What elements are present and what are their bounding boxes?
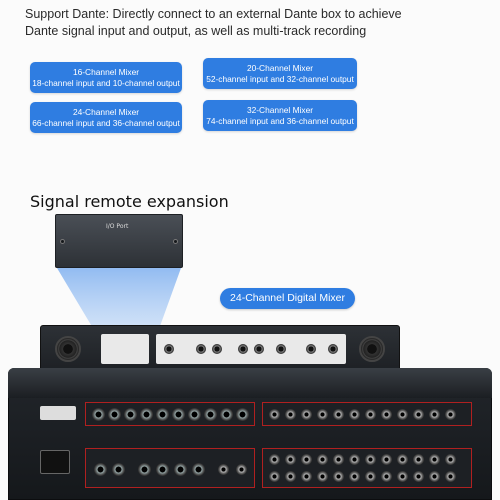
card-label: I/O Port — [106, 223, 129, 230]
xlr-icon — [204, 408, 217, 421]
model-chip-24ch: 24-Channel Mixer 66-channel input and 36… — [30, 102, 182, 133]
jack-icon — [164, 344, 174, 354]
xlr-icon — [108, 408, 121, 421]
trs-icon — [269, 454, 280, 465]
section-title: Signal remote expansion — [30, 192, 229, 211]
jack-icon — [328, 344, 338, 354]
xlr-icon — [220, 408, 233, 421]
fan-icon — [359, 336, 385, 362]
trs-icon — [397, 454, 408, 465]
trs-icon — [429, 454, 440, 465]
trs-icon — [397, 409, 408, 420]
trs-icon — [365, 471, 376, 482]
xlr-icon — [236, 408, 249, 421]
trs-icon — [381, 454, 392, 465]
expansion-slot — [101, 334, 149, 364]
xlr-icon — [140, 408, 153, 421]
trs-icon — [349, 454, 360, 465]
trs-icon — [445, 471, 456, 482]
model-chip-16ch: 16-Channel Mixer 18-channel input and 10… — [30, 62, 182, 93]
trs-icon — [269, 409, 280, 420]
trs-icon — [269, 471, 280, 482]
intro-line-1: Support Dante: Directly connect to an ex… — [25, 7, 402, 21]
trs-icon — [349, 409, 360, 420]
trs-icon — [413, 409, 424, 420]
trs-icon — [365, 409, 376, 420]
model-chip-20ch: 20-Channel Mixer 52-channel input and 32… — [203, 58, 357, 89]
jack-icon — [212, 344, 222, 354]
model-title: 32-Channel Mixer — [246, 105, 314, 115]
model-title: 20-Channel Mixer — [246, 63, 314, 73]
xlr-icon — [174, 463, 187, 476]
mixer-top-edge — [8, 368, 492, 398]
aux-output-strip — [85, 448, 255, 488]
product-label-pill: 24-Channel Digital Mixer — [220, 288, 355, 309]
trs-icon — [333, 409, 344, 420]
jack-icon — [276, 344, 286, 354]
trs-icon — [285, 454, 296, 465]
trs-icon — [317, 471, 328, 482]
trs-icon — [429, 409, 440, 420]
xlr-icon — [92, 408, 105, 421]
jack-icon — [254, 344, 264, 354]
io-port-card: I/O Port — [55, 214, 183, 268]
trs-icon — [445, 409, 456, 420]
xlr-icon — [124, 408, 137, 421]
model-title: 16-Channel Mixer — [72, 67, 140, 77]
xlr-icon — [172, 408, 185, 421]
input-jack-strip-bottom — [262, 448, 472, 488]
trs-icon — [301, 471, 312, 482]
xlr-icon — [138, 463, 151, 476]
xlr-icon — [94, 463, 107, 476]
trs-icon — [333, 471, 344, 482]
model-detail: 74-channel input and 36-channel output — [206, 116, 354, 126]
jack-icon — [196, 344, 206, 354]
intro-text: Support Dante: Directly connect to an ex… — [25, 6, 485, 40]
trs-icon — [301, 454, 312, 465]
model-detail: 66-channel input and 36-channel output — [32, 118, 180, 128]
xlr-icon — [156, 408, 169, 421]
jack-icon — [306, 344, 316, 354]
screw-icon — [60, 239, 65, 244]
rear-unit — [40, 325, 400, 373]
power-socket-icon — [40, 450, 70, 474]
trs-icon — [285, 409, 296, 420]
trs-icon — [218, 464, 229, 475]
trs-icon — [301, 409, 312, 420]
trs-icon — [285, 471, 296, 482]
model-detail: 18-channel input and 10-channel output — [32, 78, 180, 88]
model-chip-32ch: 32-Channel Mixer 74-channel input and 36… — [203, 100, 357, 131]
model-title: 24-Channel Mixer — [72, 107, 140, 117]
trs-icon — [445, 454, 456, 465]
intro-line-2: Dante signal input and output, as well a… — [25, 24, 367, 38]
xlr-icon — [192, 463, 205, 476]
xlr-icon — [188, 408, 201, 421]
jack-icon — [238, 344, 248, 354]
trs-icon — [317, 409, 328, 420]
trs-icon — [413, 471, 424, 482]
fan-icon — [55, 336, 81, 362]
rear-io-panel — [156, 334, 346, 364]
output-xlr-strip — [85, 402, 255, 426]
input-jack-strip-top — [262, 402, 472, 426]
trs-icon — [381, 471, 392, 482]
trs-icon — [333, 454, 344, 465]
screw-icon — [173, 239, 178, 244]
xlr-icon — [156, 463, 169, 476]
trs-icon — [236, 464, 247, 475]
trs-icon — [429, 471, 440, 482]
trs-icon — [413, 454, 424, 465]
model-detail: 52-channel input and 32-channel output — [206, 74, 354, 84]
warning-label — [40, 406, 76, 420]
trs-icon — [365, 454, 376, 465]
trs-icon — [381, 409, 392, 420]
trs-icon — [349, 471, 360, 482]
trs-icon — [317, 454, 328, 465]
trs-icon — [397, 471, 408, 482]
xlr-icon — [112, 463, 125, 476]
